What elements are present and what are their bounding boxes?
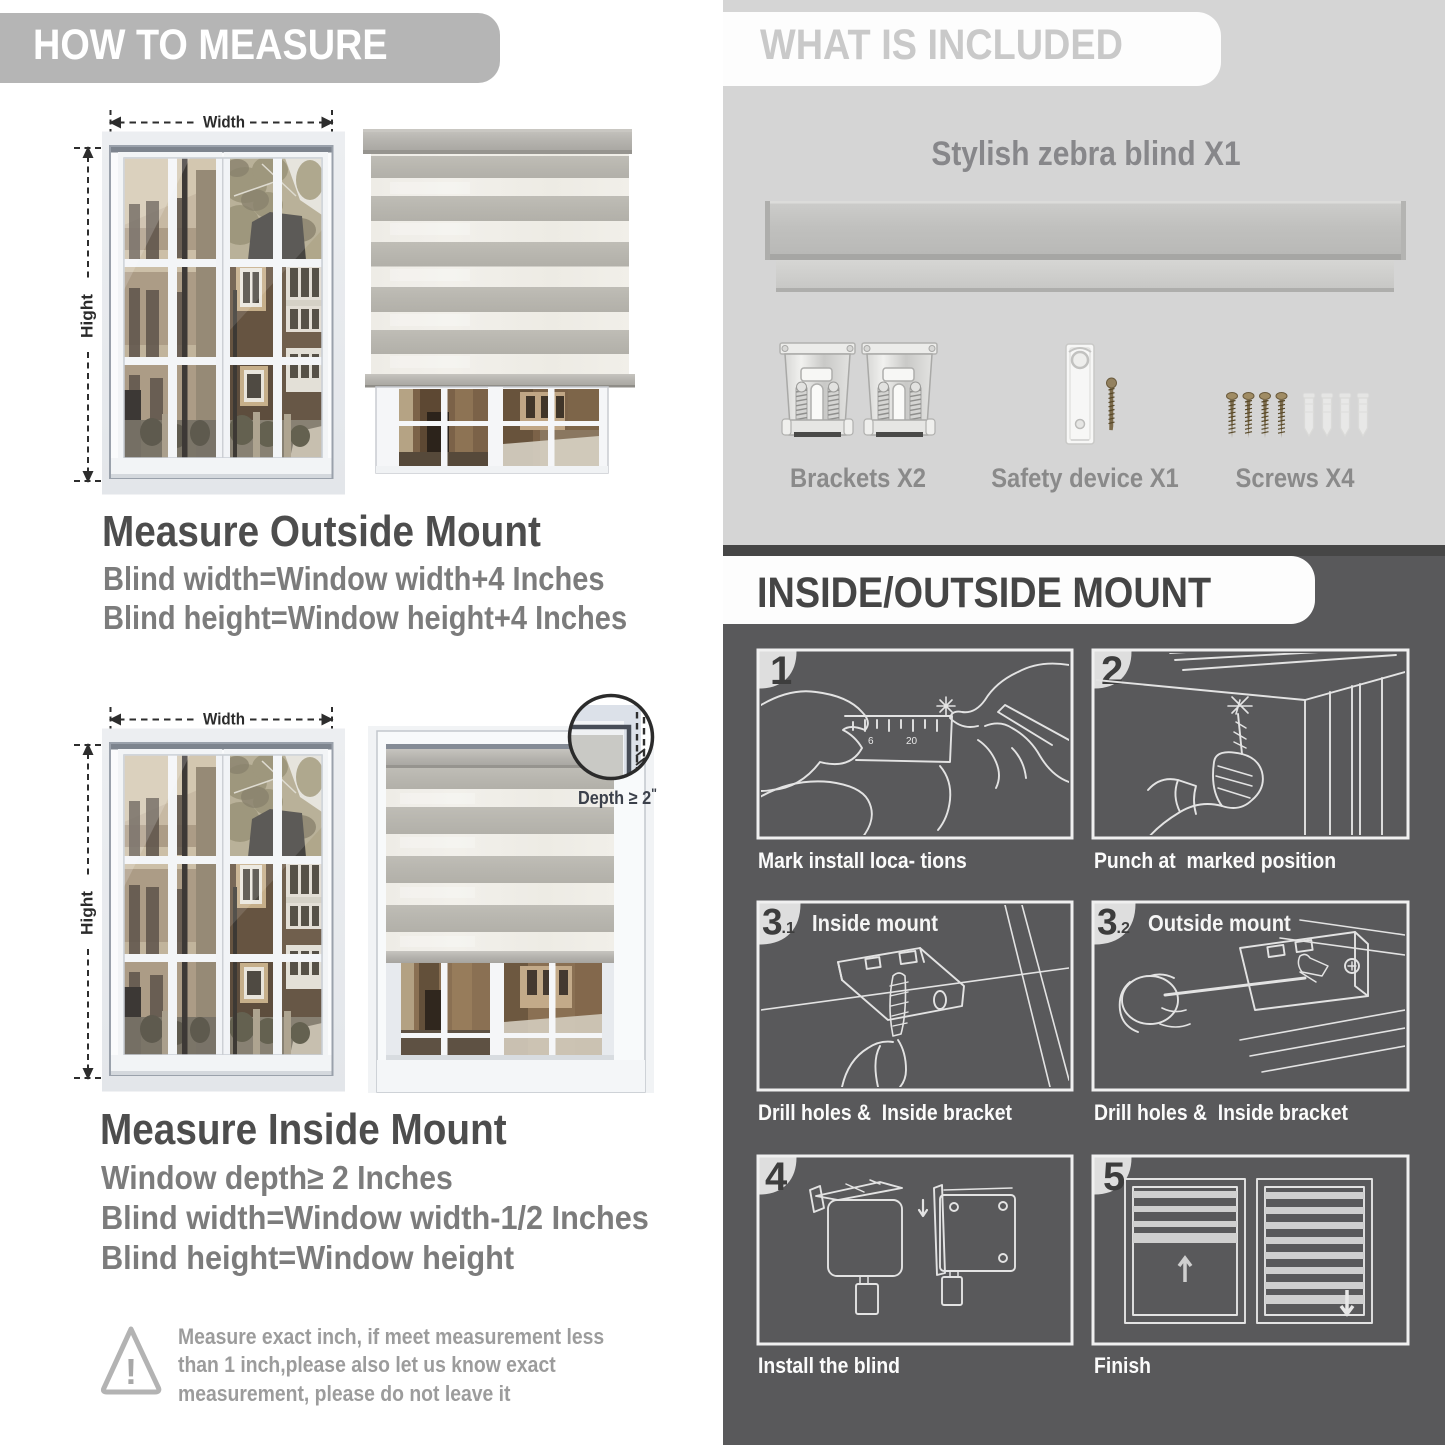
svg-text:3: 3 xyxy=(1097,902,1118,943)
svg-text:3: 3 xyxy=(762,902,783,943)
svg-text:20: 20 xyxy=(906,736,918,747)
svg-text:Hight: Hight xyxy=(79,293,97,338)
svg-text:1: 1 xyxy=(770,649,792,693)
svg-text:.2: .2 xyxy=(1117,920,1130,937)
svg-text:2: 2 xyxy=(1101,649,1123,693)
svg-text:6: 6 xyxy=(868,736,874,747)
svg-text:.1: .1 xyxy=(782,920,795,937)
svg-text:4: 4 xyxy=(765,1155,788,1199)
svg-text:5: 5 xyxy=(1103,1155,1125,1199)
svg-text:Width: Width xyxy=(203,114,245,132)
svg-text:!: ! xyxy=(125,1351,137,1392)
